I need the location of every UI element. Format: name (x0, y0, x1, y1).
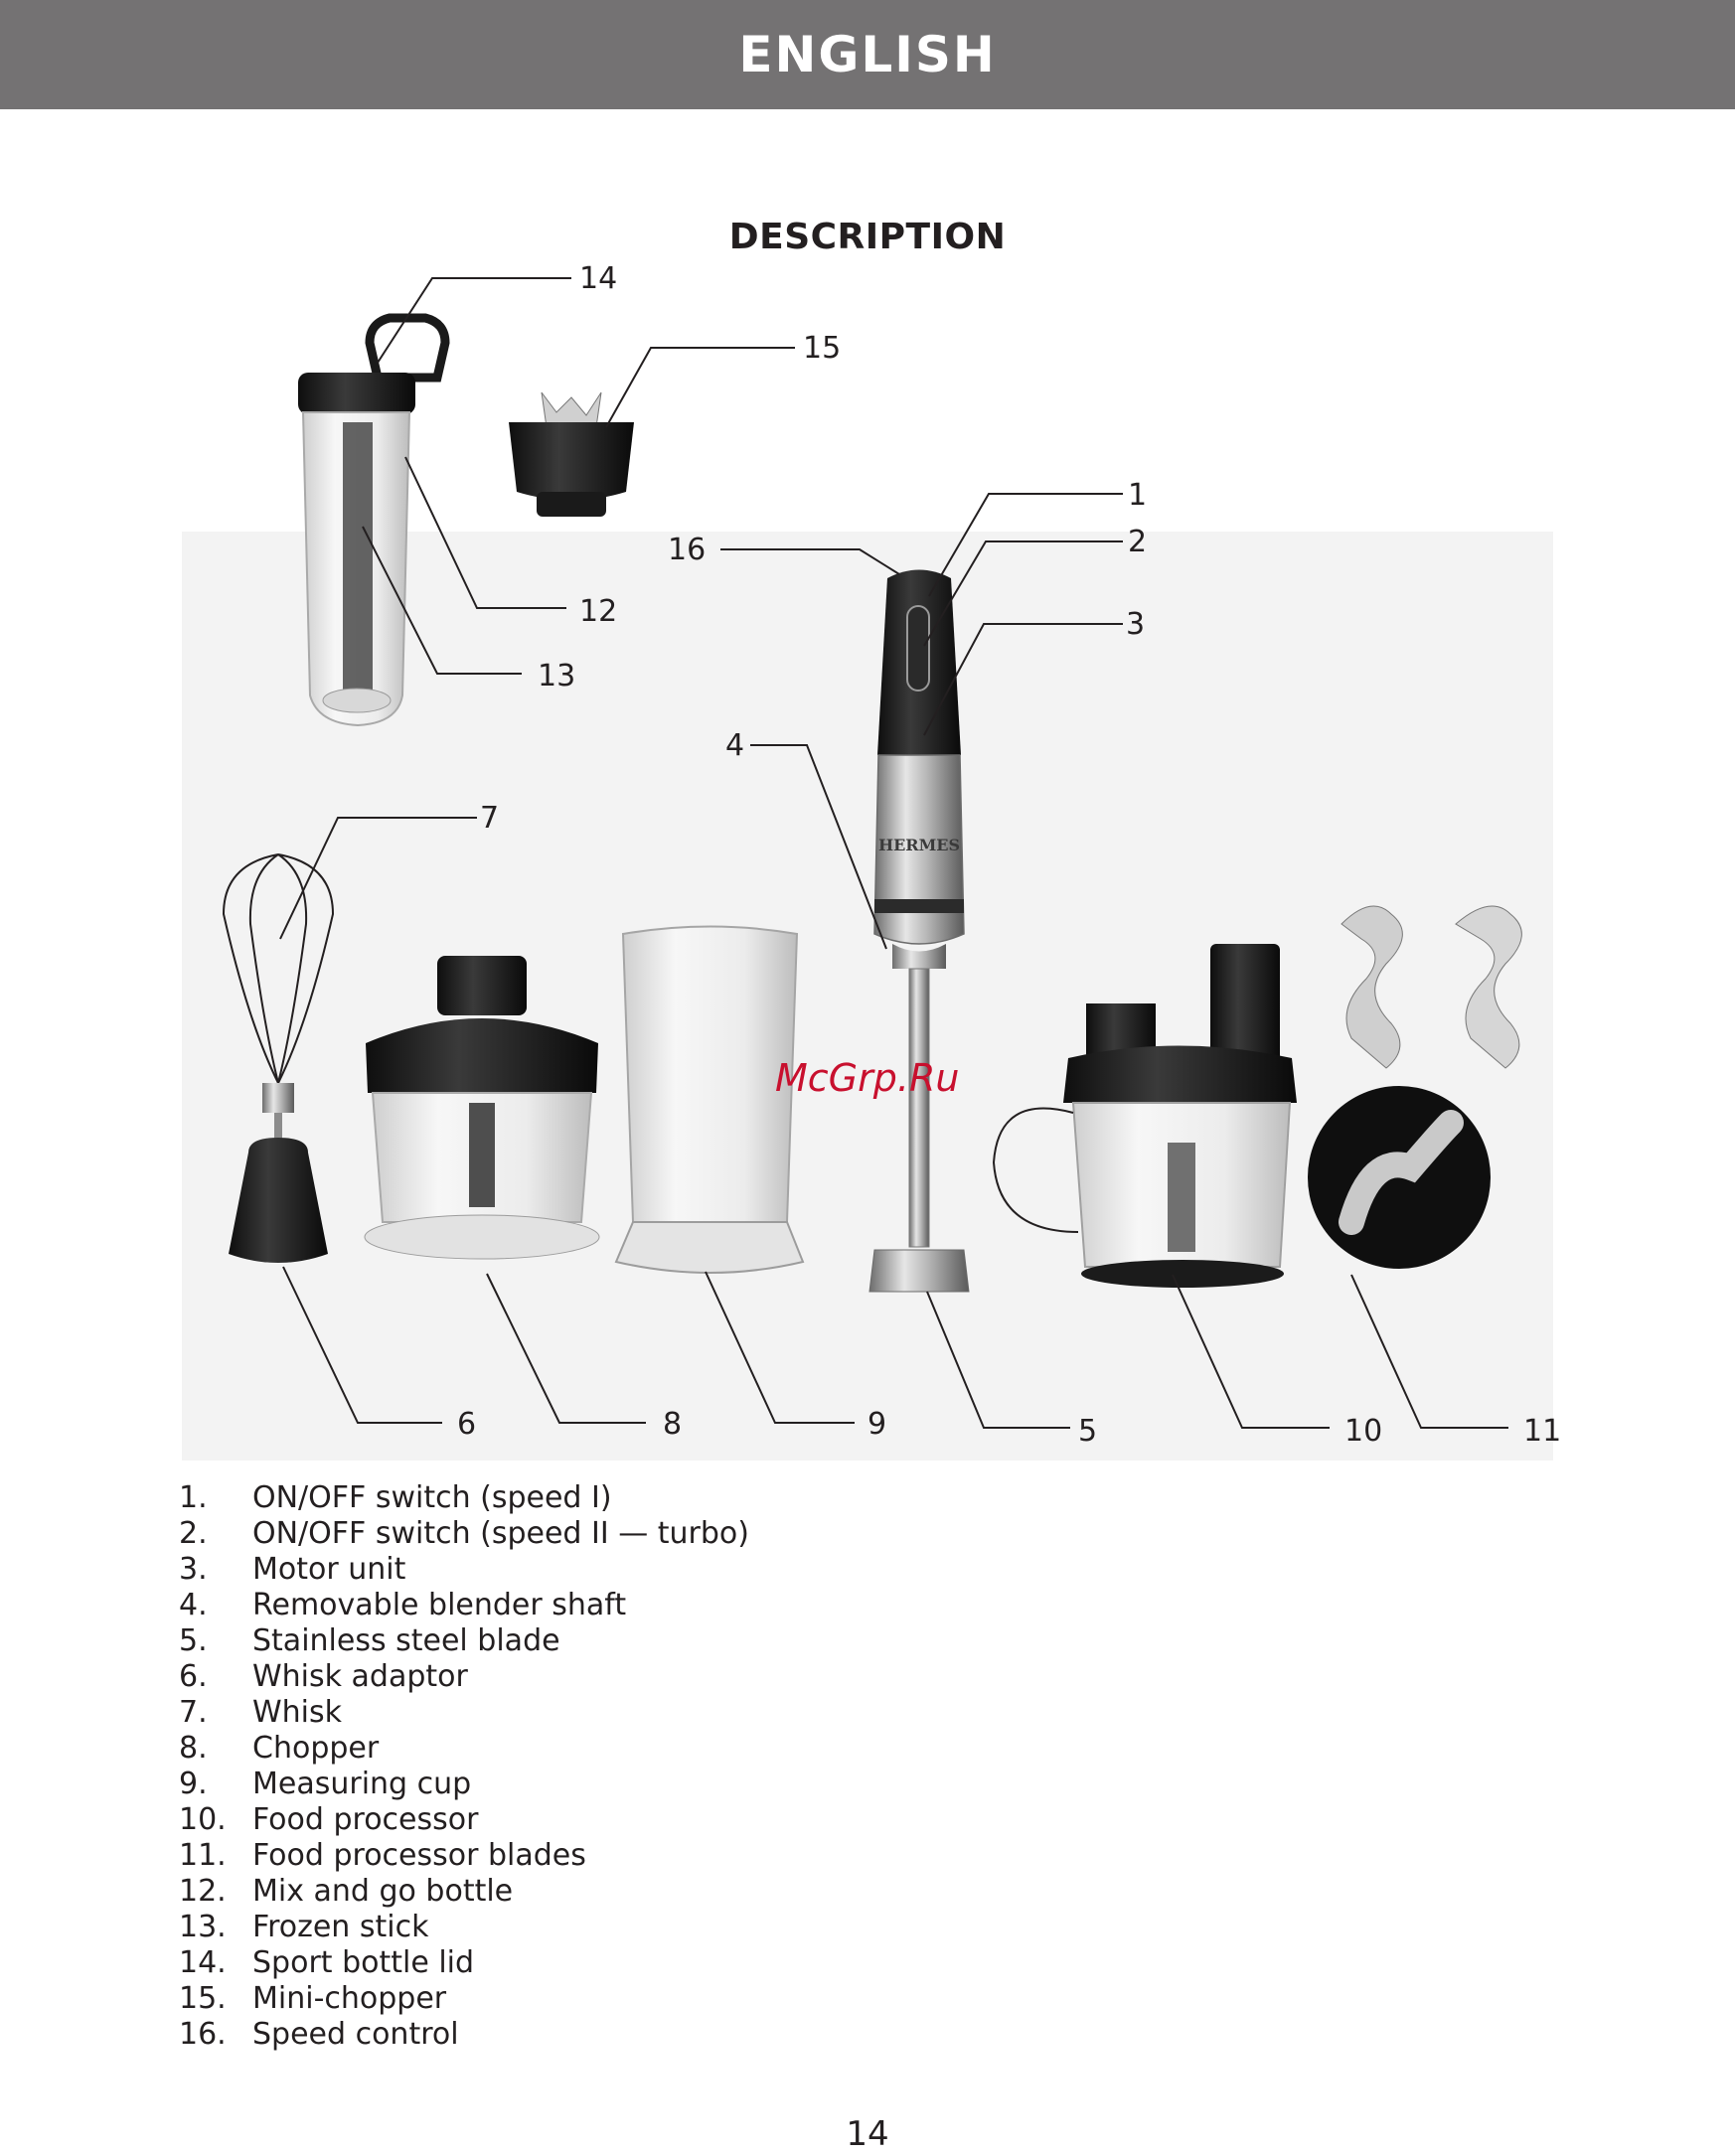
list-item: 3. Motor unit (179, 1552, 749, 1588)
whisk-illustration (222, 853, 335, 1263)
list-item-number: 3. (179, 1552, 208, 1587)
parts-list: 1. ON/OFF switch (speed I) 2. ON/OFF switch… (179, 1480, 749, 2053)
leader-8 (486, 1273, 646, 1424)
callout-12: 12 (579, 594, 617, 629)
list-item-number: 13. (179, 1910, 227, 1944)
list-item: 1. ON/OFF switch (speed I) (179, 1480, 749, 1516)
list-item: 4. Removable blender shaft (179, 1588, 749, 1623)
list-item-number: 11. (179, 1838, 227, 1873)
list-item: 2. ON/OFF switch (speed II — turbo) (179, 1516, 749, 1552)
list-item-label: Measuring cup (252, 1767, 472, 1801)
list-item: 5. Stainless steel blade (179, 1623, 749, 1659)
list-item-number: 1. (179, 1480, 208, 1515)
list-item-number: 9. (179, 1767, 208, 1801)
callout-8: 8 (663, 1407, 682, 1442)
callout-11: 11 (1523, 1414, 1561, 1449)
leader-12 (404, 456, 566, 609)
leader-16 (720, 548, 900, 575)
measuring-cup-illustration (614, 925, 805, 1274)
callout-4: 4 (725, 728, 744, 763)
callout-16: 16 (668, 533, 706, 567)
list-item: 15. Mini-chopper (179, 1981, 749, 2017)
callout-2: 2 (1128, 525, 1147, 559)
list-item: 14. Sport bottle lid (179, 1945, 749, 1981)
list-item-number: 5. (179, 1623, 208, 1658)
leader-3 (923, 623, 1123, 736)
leader-9 (705, 1271, 855, 1424)
list-item-label: Whisk (252, 1695, 343, 1730)
list-item-number: 8. (179, 1731, 208, 1766)
callout-13: 13 (538, 659, 575, 693)
callout-7: 7 (480, 801, 499, 836)
list-item-label: Whisk adaptor (252, 1659, 468, 1694)
list-item: 7. Whisk (179, 1695, 749, 1731)
list-item-number: 7. (179, 1695, 208, 1730)
list-item-label: Chopper (252, 1731, 380, 1766)
leader-1 (928, 493, 1123, 597)
mini-chopper-illustration (509, 391, 634, 517)
list-item-label: Stainless steel blade (252, 1623, 560, 1658)
list-item-number: 16. (179, 2017, 227, 2052)
list-item-label: Speed control (252, 2017, 459, 2052)
section-title: DESCRIPTION (728, 217, 1007, 257)
list-item-number: 10. (179, 1802, 227, 1837)
list-item-label: ON/OFF switch (speed II — turbo) (252, 1516, 749, 1551)
food-processor-illustration (992, 944, 1297, 1288)
list-item-number: 15. (179, 1981, 227, 2016)
callout-leaders (279, 277, 1508, 1429)
page-header: ENGLISH (0, 0, 1735, 109)
list-item-number: 2. (179, 1516, 208, 1551)
list-item-number: 12. (179, 1874, 227, 1909)
leader-11 (1350, 1274, 1508, 1429)
list-item-label: Mix and go bottle (252, 1874, 514, 1909)
callout-14: 14 (579, 261, 617, 296)
leader-4 (750, 744, 887, 950)
leader-2 (923, 540, 1123, 647)
leader-14 (377, 277, 571, 364)
list-item-number: 6. (179, 1659, 208, 1694)
list-item: 16. Speed control (179, 2017, 749, 2053)
list-item: 8. Chopper (179, 1731, 749, 1767)
leader-7 (279, 817, 477, 940)
list-item-label: Food processor (252, 1802, 479, 1837)
list-item: 13. Frozen stick (179, 1910, 749, 1945)
list-item: 9. Measuring cup (179, 1767, 749, 1802)
list-item-label: ON/OFF switch (speed I) (252, 1480, 612, 1515)
list-item-label: Removable blender shaft (252, 1588, 627, 1622)
callout-10: 10 (1344, 1414, 1382, 1449)
list-item: 10. Food processor (179, 1802, 749, 1838)
list-item: 12. Mix and go bottle (179, 1874, 749, 1910)
product-diagram: HERMES (182, 261, 1561, 1461)
brand-logo: HERMES (878, 836, 960, 854)
list-item-label: Motor unit (252, 1552, 406, 1587)
header-title: ENGLISH (738, 26, 997, 83)
mix-and-go-bottle-illustration (298, 313, 450, 727)
leader-5 (926, 1291, 1070, 1429)
list-item-label: Mini-chopper (252, 1981, 447, 2016)
list-item: 11. Food processor blades (179, 1838, 749, 1874)
callout-15: 15 (803, 331, 841, 366)
page-number: 14 (846, 2114, 889, 2154)
leader-15 (605, 347, 795, 428)
list-item: 6. Whisk adaptor (179, 1659, 749, 1695)
callout-9: 9 (868, 1407, 886, 1442)
callout-1: 1 (1128, 478, 1147, 513)
food-processor-blades-illustration (1308, 905, 1522, 1269)
list-item-number: 14. (179, 1945, 227, 1980)
leader-13 (362, 526, 522, 675)
callout-6: 6 (457, 1407, 476, 1442)
leader-10 (1172, 1274, 1330, 1429)
leader-6 (282, 1266, 442, 1424)
callout-3: 3 (1126, 607, 1145, 642)
list-item-label: Frozen stick (252, 1910, 429, 1944)
chopper-illustration (364, 956, 600, 1260)
callout-numbers: 14 15 1 2 16 12 3 13 4 7 6 8 9 5 10 11 (457, 261, 1561, 1449)
callout-5: 5 (1078, 1414, 1097, 1449)
list-item-number: 4. (179, 1588, 208, 1622)
hand-blender-illustration: HERMES (868, 569, 970, 1293)
list-item-label: Sport bottle lid (252, 1945, 475, 1980)
watermark: McGrp.Ru (775, 1056, 959, 1100)
photo-backdrop (182, 532, 1553, 1461)
list-item-label: Food processor blades (252, 1838, 586, 1873)
